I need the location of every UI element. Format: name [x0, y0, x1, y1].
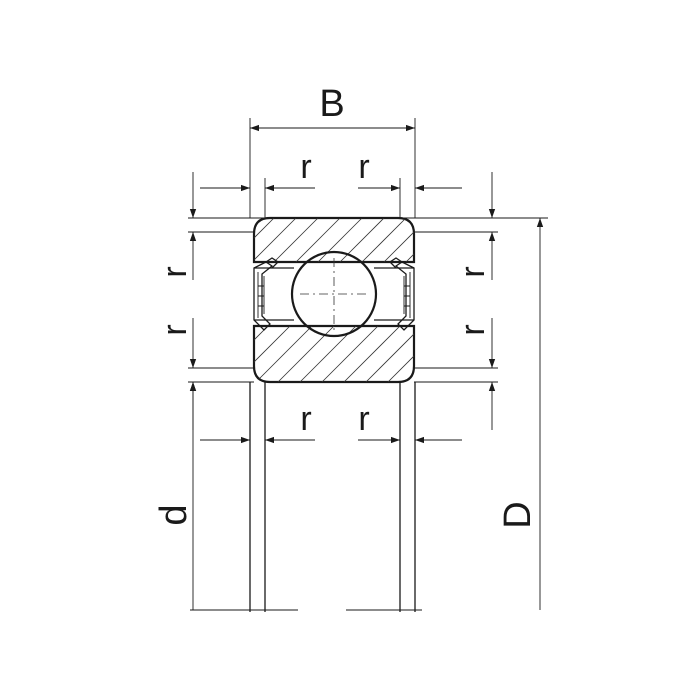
extension-lines [188, 118, 548, 450]
dimension-r-left: r r [156, 172, 197, 430]
right-seal [388, 257, 415, 331]
label-r-top-right: r [358, 148, 369, 186]
label-r-left-upper: r [156, 266, 194, 277]
dimension-r-bottom: r r [200, 400, 462, 444]
bearing-section [252, 216, 416, 384]
label-r-right-upper: r [454, 266, 492, 277]
outer-ring [252, 216, 416, 264]
label-r-right-lower: r [454, 324, 492, 335]
label-r-left-lower: r [156, 324, 194, 335]
left-seal [253, 257, 280, 331]
label-r-top-left: r [300, 148, 311, 186]
dimension-r-top: r r [200, 148, 462, 192]
dimension-b: B [250, 83, 415, 132]
label-r-bottom-right: r [358, 400, 369, 438]
inner-ring-hatch [254, 326, 414, 382]
label-b: B [319, 83, 344, 125]
dimension-d: d [153, 382, 197, 610]
label-r-bottom-left: r [300, 400, 311, 438]
inner-ring [252, 324, 416, 384]
label-outer-d: D [497, 501, 539, 528]
label-d: d [153, 504, 195, 525]
dimension-outer-d: D [497, 218, 544, 610]
dimension-r-right: r r [454, 172, 496, 430]
outer-ring-hatch [254, 218, 414, 262]
ball [290, 250, 378, 338]
